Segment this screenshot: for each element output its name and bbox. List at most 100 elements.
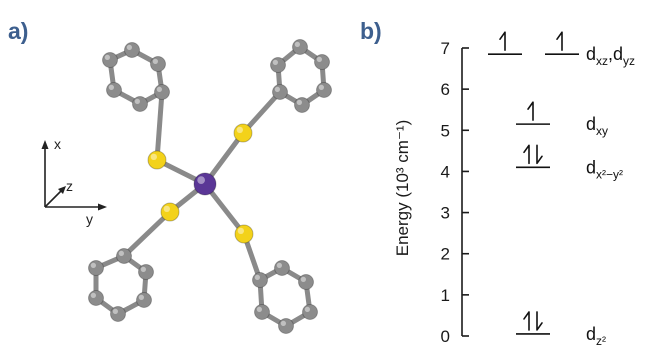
energy-tick-label: 7 — [441, 39, 450, 58]
energy-tick-label: 0 — [441, 327, 450, 346]
carbon-atom — [274, 260, 290, 276]
carbon-atom-highlight — [300, 276, 306, 282]
carbon-atom-highlight — [274, 86, 280, 92]
panel-a-label: a) — [8, 18, 28, 44]
spin-up-arrow — [499, 31, 506, 51]
y-axis-arrowhead — [98, 203, 107, 211]
electron-down — [536, 311, 543, 331]
electron-up — [499, 31, 506, 51]
orbital-label-part: ,d — [608, 44, 623, 64]
orbital-label-part: d — [586, 114, 596, 134]
carbon-atom — [278, 318, 294, 334]
spin-down-arrow — [536, 311, 543, 331]
electron-down — [536, 144, 543, 165]
sulfur-atom — [234, 224, 254, 244]
carbon-atom — [116, 248, 132, 264]
molecule-structure — [88, 39, 332, 334]
carbon-atom-highlight — [254, 274, 260, 280]
carbon-atom — [132, 96, 148, 112]
spin-down-arrow — [536, 144, 543, 165]
carbon-atom-highlight — [152, 58, 158, 64]
z-axis-arrow — [44, 189, 63, 208]
metal-atom — [193, 172, 217, 196]
sulfur-atom — [233, 123, 253, 143]
orbital-label-d_xy: dxy — [586, 114, 608, 138]
sulfur-atom-highlight — [236, 126, 244, 133]
sulfur-carbon-bond — [154, 89, 165, 163]
sulfur-atom — [160, 202, 180, 222]
x-axis-label: x — [54, 136, 61, 152]
carbon-atom — [124, 42, 140, 58]
energy-axis-label: Energy (10³ cm⁻¹) — [393, 120, 412, 257]
sulfur-carbon-bond — [240, 89, 283, 136]
carbon-atom-highlight — [316, 56, 322, 62]
carbon-atom-highlight — [112, 308, 118, 314]
sulfur-atom-highlight — [237, 227, 245, 235]
carbon-atom — [154, 84, 170, 100]
carbon-atom — [254, 304, 270, 320]
electron-up — [556, 31, 563, 51]
energy-tick-label: 3 — [441, 204, 450, 223]
sulfur-atom-highlight — [163, 205, 171, 213]
carbon-atom-highlight — [108, 84, 114, 90]
carbon-atom-highlight — [276, 262, 282, 268]
carbon-atom-highlight — [138, 294, 144, 300]
carbon-atom — [88, 260, 104, 276]
orbital-label-d_z2: dz² — [586, 324, 606, 348]
energy-tick-label: 5 — [441, 121, 450, 140]
energy-tick-label: 4 — [441, 162, 450, 181]
carbon-atom-highlight — [140, 266, 146, 272]
carbon-atom-highlight — [294, 41, 300, 47]
orbital-label-part: x²−y² — [596, 167, 623, 181]
electron-up — [523, 144, 530, 165]
carbon-atom-highlight — [304, 306, 310, 312]
carbon-atom — [138, 264, 154, 280]
sulfur-carbon-bond — [121, 209, 173, 259]
carbon-atom-highlight — [104, 54, 110, 60]
carbon-atom — [88, 290, 104, 306]
z-axis-label: z — [66, 178, 73, 194]
carbon-atom-highlight — [90, 262, 96, 268]
carbon-atom — [294, 97, 310, 113]
carbon-atom-highlight — [156, 86, 162, 92]
carbon-atom — [302, 304, 318, 320]
carbon-atom — [298, 274, 314, 290]
z-axis-arrowhead — [58, 186, 66, 194]
carbon-atom-highlight — [90, 292, 96, 298]
electron-up — [523, 311, 530, 331]
carbon-atom — [292, 39, 308, 55]
sulfur-atom-highlight — [150, 153, 158, 161]
carbon-atom — [150, 56, 166, 72]
orbital-label-part: d — [586, 44, 596, 64]
spin-up-arrow — [527, 101, 534, 121]
carbon-atom-highlight — [318, 84, 324, 90]
sulfur-atom — [147, 150, 167, 170]
carbon-atom-highlight — [134, 98, 140, 104]
carbon-atom-highlight — [256, 306, 262, 312]
orbital-label-part: d — [586, 324, 596, 344]
energy-tick-label: 2 — [441, 245, 450, 264]
metal-atom-highlight — [197, 176, 205, 184]
orbital-label-part: xy — [596, 124, 608, 138]
panel-b-label: b) — [360, 18, 382, 44]
carbon-atom-highlight — [272, 59, 278, 65]
x-axis-arrowhead — [41, 140, 49, 149]
spin-up-arrow — [523, 144, 530, 165]
orbital-label-d_x2-y2: dx²−y² — [586, 157, 623, 181]
orbital-label-part: xz — [596, 54, 608, 68]
carbon-atom — [316, 82, 332, 98]
carbon-atom — [102, 52, 118, 68]
orbital-label-part: z² — [596, 334, 606, 348]
carbon-atom — [106, 82, 122, 98]
y-axis-label: y — [86, 211, 93, 227]
carbon-atom — [110, 306, 126, 322]
carbon-atom-highlight — [296, 99, 302, 105]
carbon-atom — [252, 272, 268, 288]
carbon-atom — [272, 84, 288, 100]
carbon-atom-highlight — [118, 250, 124, 256]
carbon-atom-highlight — [280, 320, 286, 326]
energy-tick-label: 6 — [441, 80, 450, 99]
